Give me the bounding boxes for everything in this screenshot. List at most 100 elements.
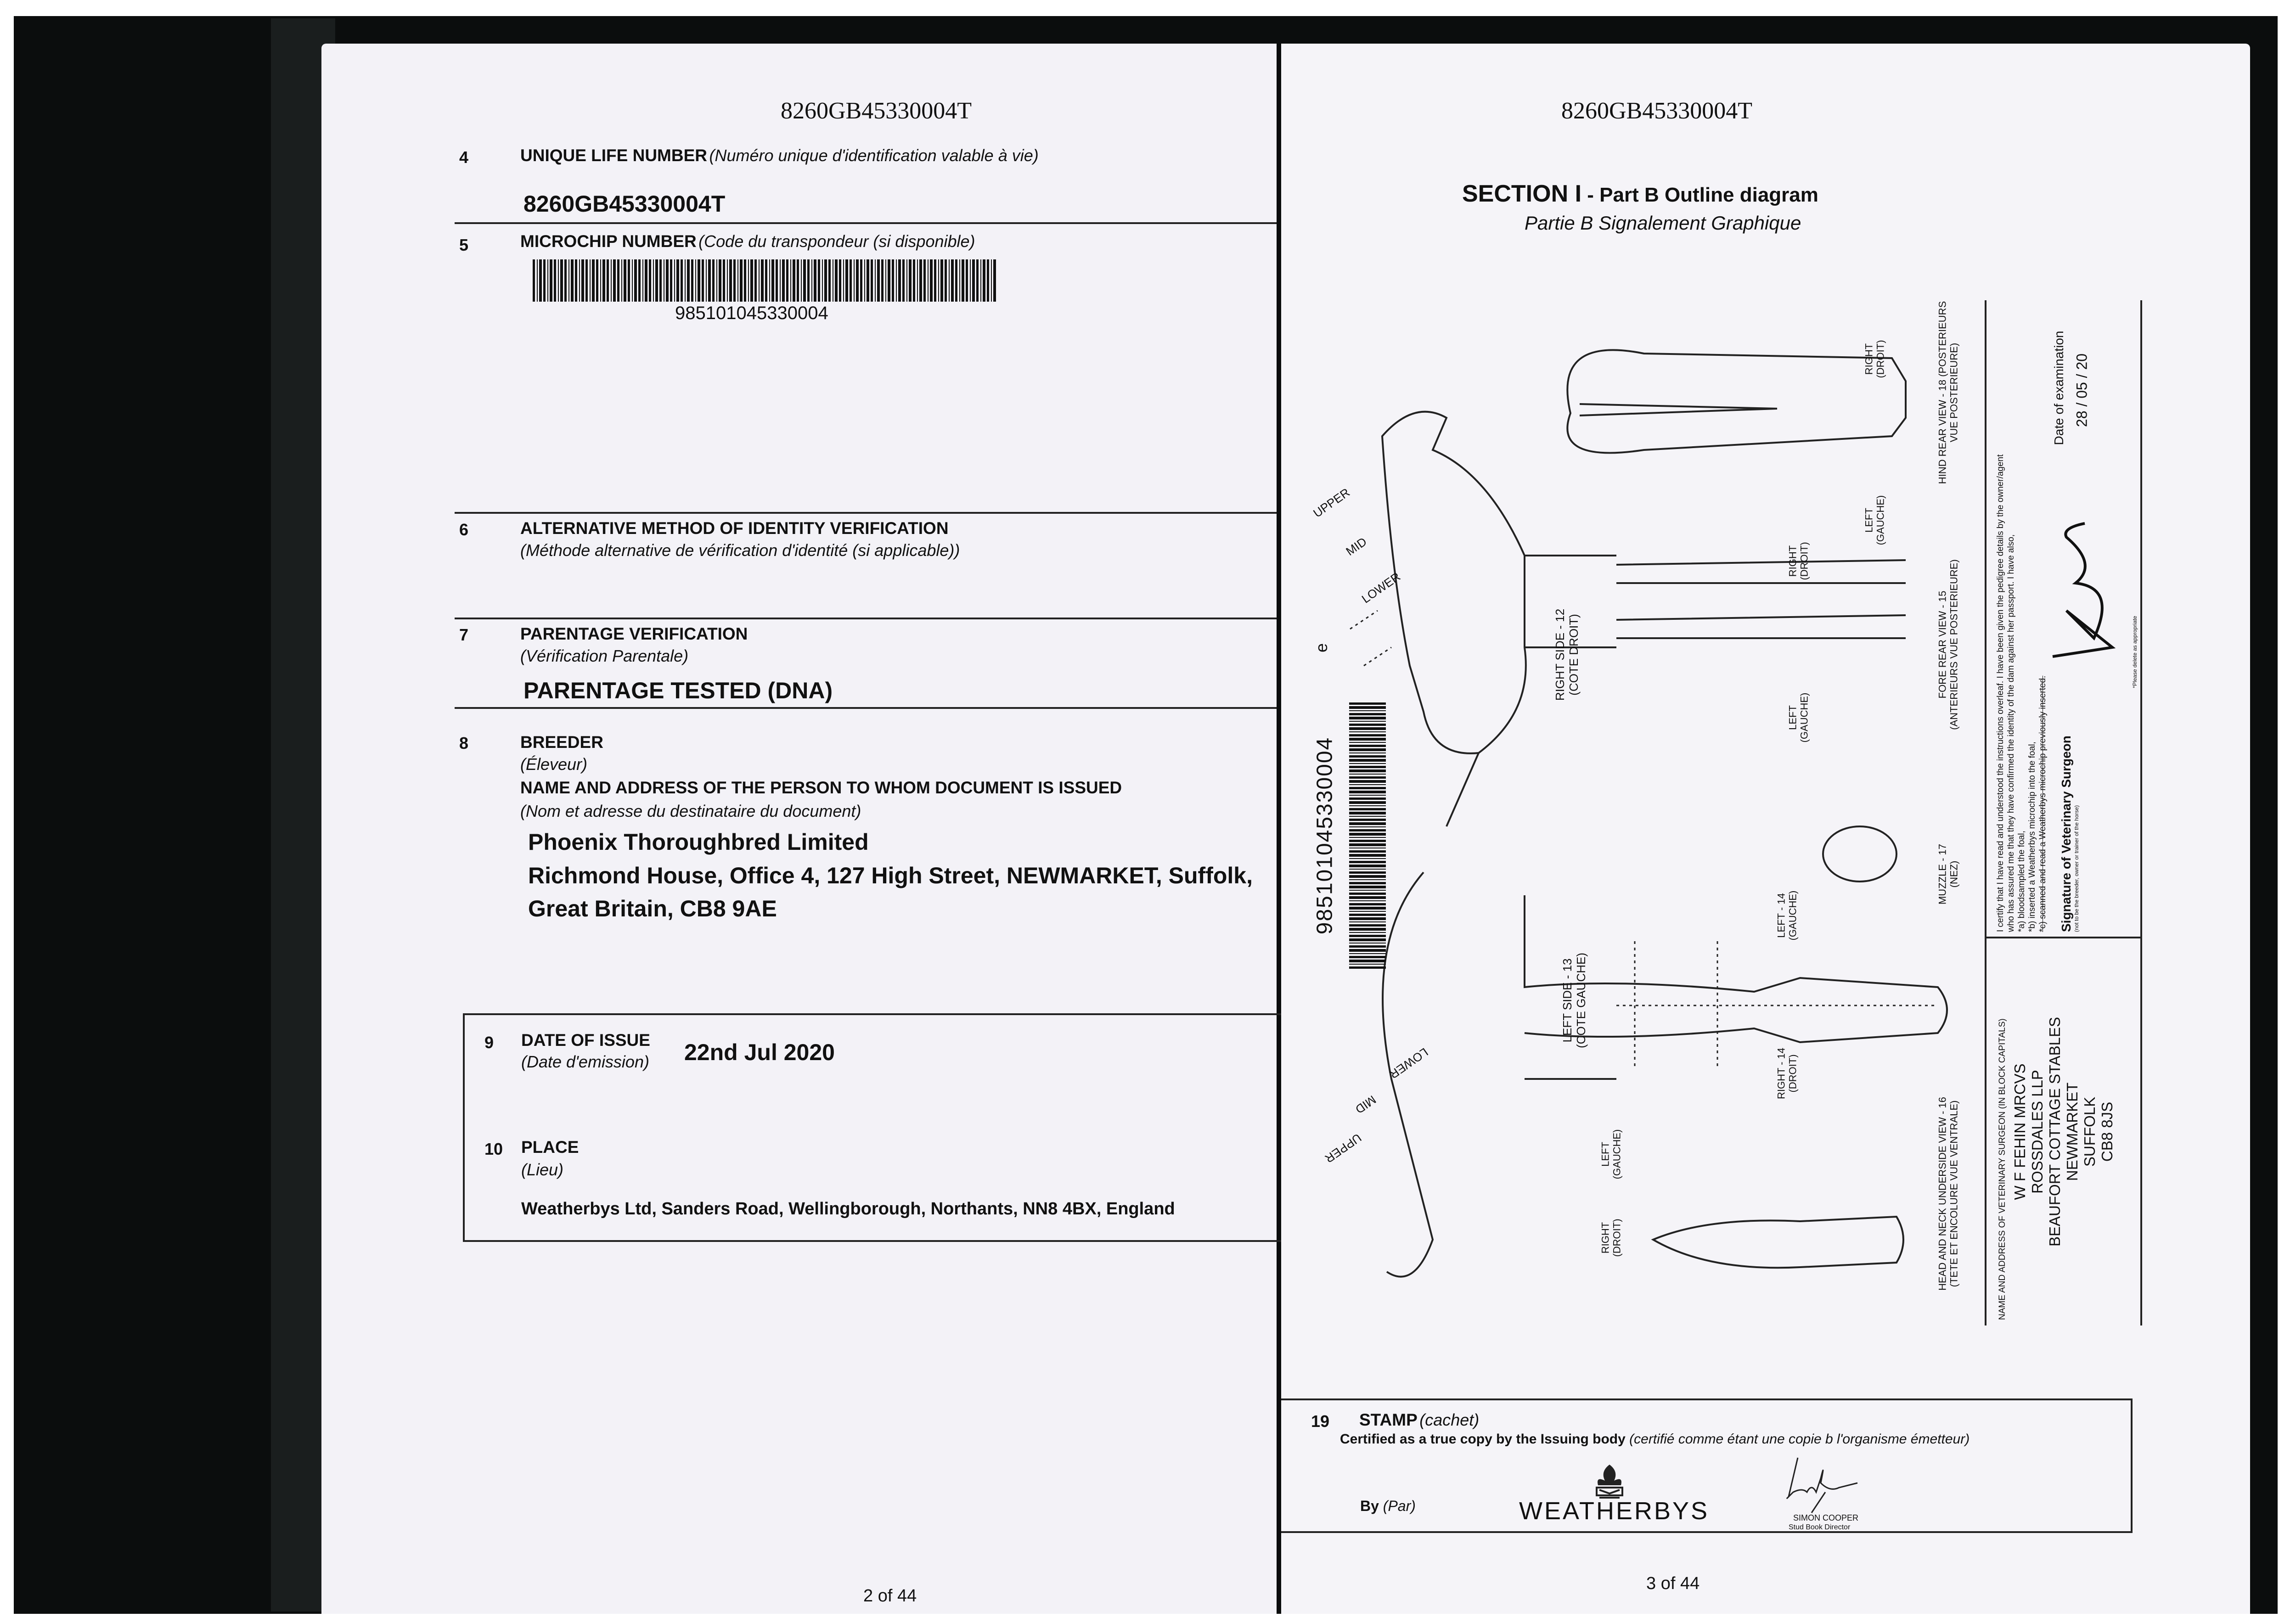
signatory-title: Stud Book Director [1789, 1523, 1851, 1531]
line: (GAUCHE) [1799, 692, 1810, 743]
vet-name-lines: W F FEHIN MRCVS ROSSDALES LLP BEAUFORT C… [2011, 943, 2116, 1320]
label: UNIQUE LIFE NUMBER [520, 146, 707, 165]
field-10-label: PLACE [521, 1138, 579, 1157]
issue-box [463, 1013, 1282, 1242]
line: LEFT [1863, 508, 1875, 533]
by-label: By (Par) [1360, 1498, 1416, 1515]
header-number: 8260GB45330004T [781, 98, 972, 124]
cert-line: *a) bloodsampled the foal, [2017, 831, 2026, 932]
hind-rear-view-outline [1566, 349, 1907, 454]
label-fr: (Code du transpondeur (si disponible) [698, 232, 975, 251]
line: (GAUCHE) [1787, 890, 1799, 941]
line: (DROIT) [1875, 340, 1886, 378]
muzzle-outline [1822, 826, 1897, 882]
field-8-label-2: NAME AND ADDRESS OF THE PERSON TO WHOM D… [520, 778, 1122, 797]
label-fr: (cachet) [1419, 1410, 1480, 1429]
certified-fr: (certifié comme étant une copie b l'orga… [1629, 1432, 1970, 1447]
stamp-box [1281, 1398, 2133, 1533]
header-number: 8260GB45330004T [1561, 98, 1752, 124]
field-7-label: PARENTAGE VERIFICATION [520, 624, 748, 643]
vet-address-line: BEAUFORT COTTAGE STABLES [2046, 1017, 2063, 1247]
signatory-name: SIMON COOPER [1793, 1513, 1859, 1522]
unique-life-number: 8260GB45330004T [523, 191, 726, 217]
stamp-label: STAMP (cachet) [1359, 1410, 1479, 1430]
certified-en: Certified as a true copy by the Issuing … [1340, 1432, 1626, 1447]
certified-text: Certified as a true copy by the Issuing … [1340, 1432, 1970, 1447]
rotated-microchip-barcode [1349, 702, 1386, 969]
vet-name-address: NAME AND ADDRESS OF VETERINARY SURGEON (… [1998, 943, 2116, 1320]
field-10-label-fr: (Lieu) [521, 1160, 564, 1179]
field-number: 9 [484, 1033, 494, 1052]
field-number: 5 [459, 236, 469, 254]
divider [1985, 937, 2140, 938]
label-right: RIGHT(DROIT) [1863, 340, 1887, 378]
divider [455, 512, 1277, 514]
cert-line: I certify that I have read and understoo… [1996, 454, 2005, 932]
label-left: LEFT(GAUCHE) [1600, 1129, 1623, 1179]
delete-note: *Please delete as appropriate [2132, 616, 2138, 688]
line: (GAUCHE) [1875, 495, 1886, 545]
microchip-number: 985101045330004 [675, 303, 828, 323]
label-right: RIGHT(DROIT) [1600, 1219, 1623, 1257]
title-rest: - Part B Outline diagram [1581, 184, 1818, 206]
label-left: LEFT(GAUCHE) [1787, 693, 1811, 743]
line: RIGHT [1863, 343, 1875, 375]
line: (TETE ET ENCOLURE VUE VENTRALE) [1948, 1100, 1960, 1287]
field-8-label: BREEDER [520, 733, 603, 752]
vet-practice: ROSSDALES LLP [2029, 1070, 2046, 1194]
page-right [1281, 44, 2250, 1614]
vet-name: W F FEHIN MRCVS [2011, 1063, 2028, 1200]
field-number: 19 [1311, 1412, 1330, 1431]
weatherbys-crest-icon [1596, 1465, 1623, 1499]
divider [455, 707, 1277, 709]
guide-lines [1350, 610, 1938, 1070]
line: LEFT - 14 [1775, 893, 1787, 938]
field-number: 8 [459, 734, 469, 753]
line: RIGHT - 14 [1775, 1047, 1787, 1100]
label: MICROCHIP NUMBER [520, 232, 697, 251]
line: LEFT SIDE - 13 [1560, 958, 1575, 1043]
cert-line: *b) inserted a Weatherbys microchip into… [2027, 741, 2037, 932]
line: (GAUCHE) [1611, 1129, 1623, 1179]
label-right-14: RIGHT - 14(DROIT) [1776, 1048, 1799, 1099]
vet-postcode: CB8 8JS [2099, 1101, 2116, 1162]
director-signature [1786, 1457, 1858, 1513]
breeder-name: Phoenix Thoroughbred Limited [528, 829, 869, 855]
divider [455, 222, 1277, 224]
breeder-address: Richmond House, Office 4, 127 High Stree… [528, 863, 1253, 888]
rotated-microchip-number: 985101045330004 [1312, 736, 1337, 935]
line: RIGHT SIDE - 12 [1553, 608, 1567, 701]
line: (ANTERIEURS VUE POSTERIEURE) [1948, 559, 1960, 730]
cert-line: who has assured me that they have confir… [2006, 534, 2016, 932]
line: MUZZLE - 17 [1936, 843, 1948, 905]
line: FORE REAR VIEW - 15 [1936, 590, 1948, 699]
line: LEFT [1599, 1142, 1611, 1167]
vet-address-line: NEWMARKET [2064, 1082, 2081, 1181]
line: HIND REAR VIEW - 18 (POSTERIEURS [1936, 301, 1948, 484]
by: By [1360, 1498, 1379, 1514]
line: (NEZ) [1948, 860, 1960, 888]
label-left-14: LEFT - 14(GAUCHE) [1776, 891, 1799, 941]
date-of-examination: 28 / 05 / 20 [2073, 353, 2090, 427]
field-number: 10 [484, 1140, 503, 1158]
page-number: 3 of 44 [1646, 1574, 1700, 1593]
label-muzzle: MUZZLE - 17(NEZ) [1937, 844, 1960, 904]
horse-outline-diagram [1350, 349, 1948, 1278]
vet-address-line: SUFFOLK [2081, 1096, 2098, 1167]
field-9-label: DATE OF ISSUE [521, 1031, 650, 1050]
line: VUE POSTERIEURE) [1948, 343, 1960, 443]
line: HEAD AND NECK UNDERSIDE VIEW - 16 [1936, 1097, 1948, 1291]
field-number: 7 [459, 625, 469, 644]
line: (DROIT) [1787, 1054, 1799, 1093]
field-8-label-2-fr: (Nom et adresse du destinataire du docum… [520, 802, 861, 820]
vet-signature [2052, 522, 2116, 658]
left-side-outline [1382, 871, 1948, 1278]
field-number: 4 [459, 148, 469, 167]
field-6-label-fr: (Méthode alternative de vérification d'i… [520, 541, 960, 560]
weatherbys-logo-text: WEATHERBYS [1519, 1497, 1710, 1525]
date-of-examination-label: Date of examination [2051, 331, 2066, 445]
field-number: 6 [459, 520, 469, 539]
field-9-label-fr: (Date d'emission) [521, 1052, 649, 1071]
line: LEFT [1787, 705, 1799, 730]
parentage-value: PARENTAGE TESTED (DNA) [523, 678, 833, 703]
